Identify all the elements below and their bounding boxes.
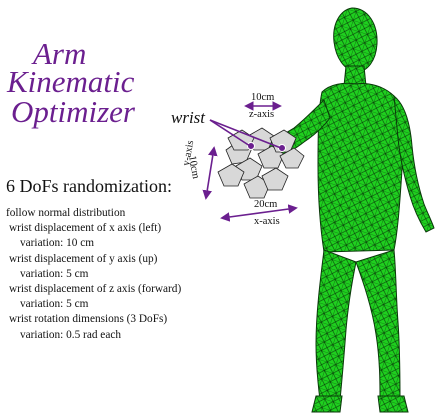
- right-foot: [378, 396, 408, 412]
- z-axis-label: z-axis: [249, 110, 274, 121]
- wrist-pose-cluster: [218, 128, 304, 198]
- detail-line: variation: 5 cm: [6, 297, 181, 312]
- detail-line: variation: 10 cm: [6, 236, 181, 251]
- y-axis-arrow: [206, 148, 214, 198]
- x-axis-label: x-axis: [254, 217, 280, 228]
- randomization-heading: 6 DoFs randomization:: [6, 176, 172, 197]
- torso: [318, 83, 403, 252]
- detail-line: wrist displacement of y axis (up): [6, 252, 181, 267]
- detail-line: variation: 0.5 rad each: [6, 328, 181, 343]
- x-value-label: 20cm: [254, 200, 277, 211]
- detail-line: follow normal distribution: [6, 206, 181, 221]
- left-foot: [312, 396, 342, 412]
- head: [334, 8, 377, 72]
- title-line-3: Optimizer: [11, 96, 135, 127]
- z-value-label: 10cm: [251, 93, 274, 104]
- detail-line: variation: 5 cm: [6, 267, 181, 282]
- body-mesh: [266, 8, 434, 412]
- detail-line: wrist rotation dimensions (3 DoFs): [6, 312, 181, 327]
- wrist-label: wrist: [171, 108, 205, 128]
- detail-line: wrist displacement of z axis (forward): [6, 282, 181, 297]
- left-leg: [316, 250, 356, 400]
- right-leg: [356, 250, 400, 400]
- detail-line: wrist displacement of x axis (left): [6, 221, 181, 236]
- title-line-2: Kinematic: [7, 66, 134, 97]
